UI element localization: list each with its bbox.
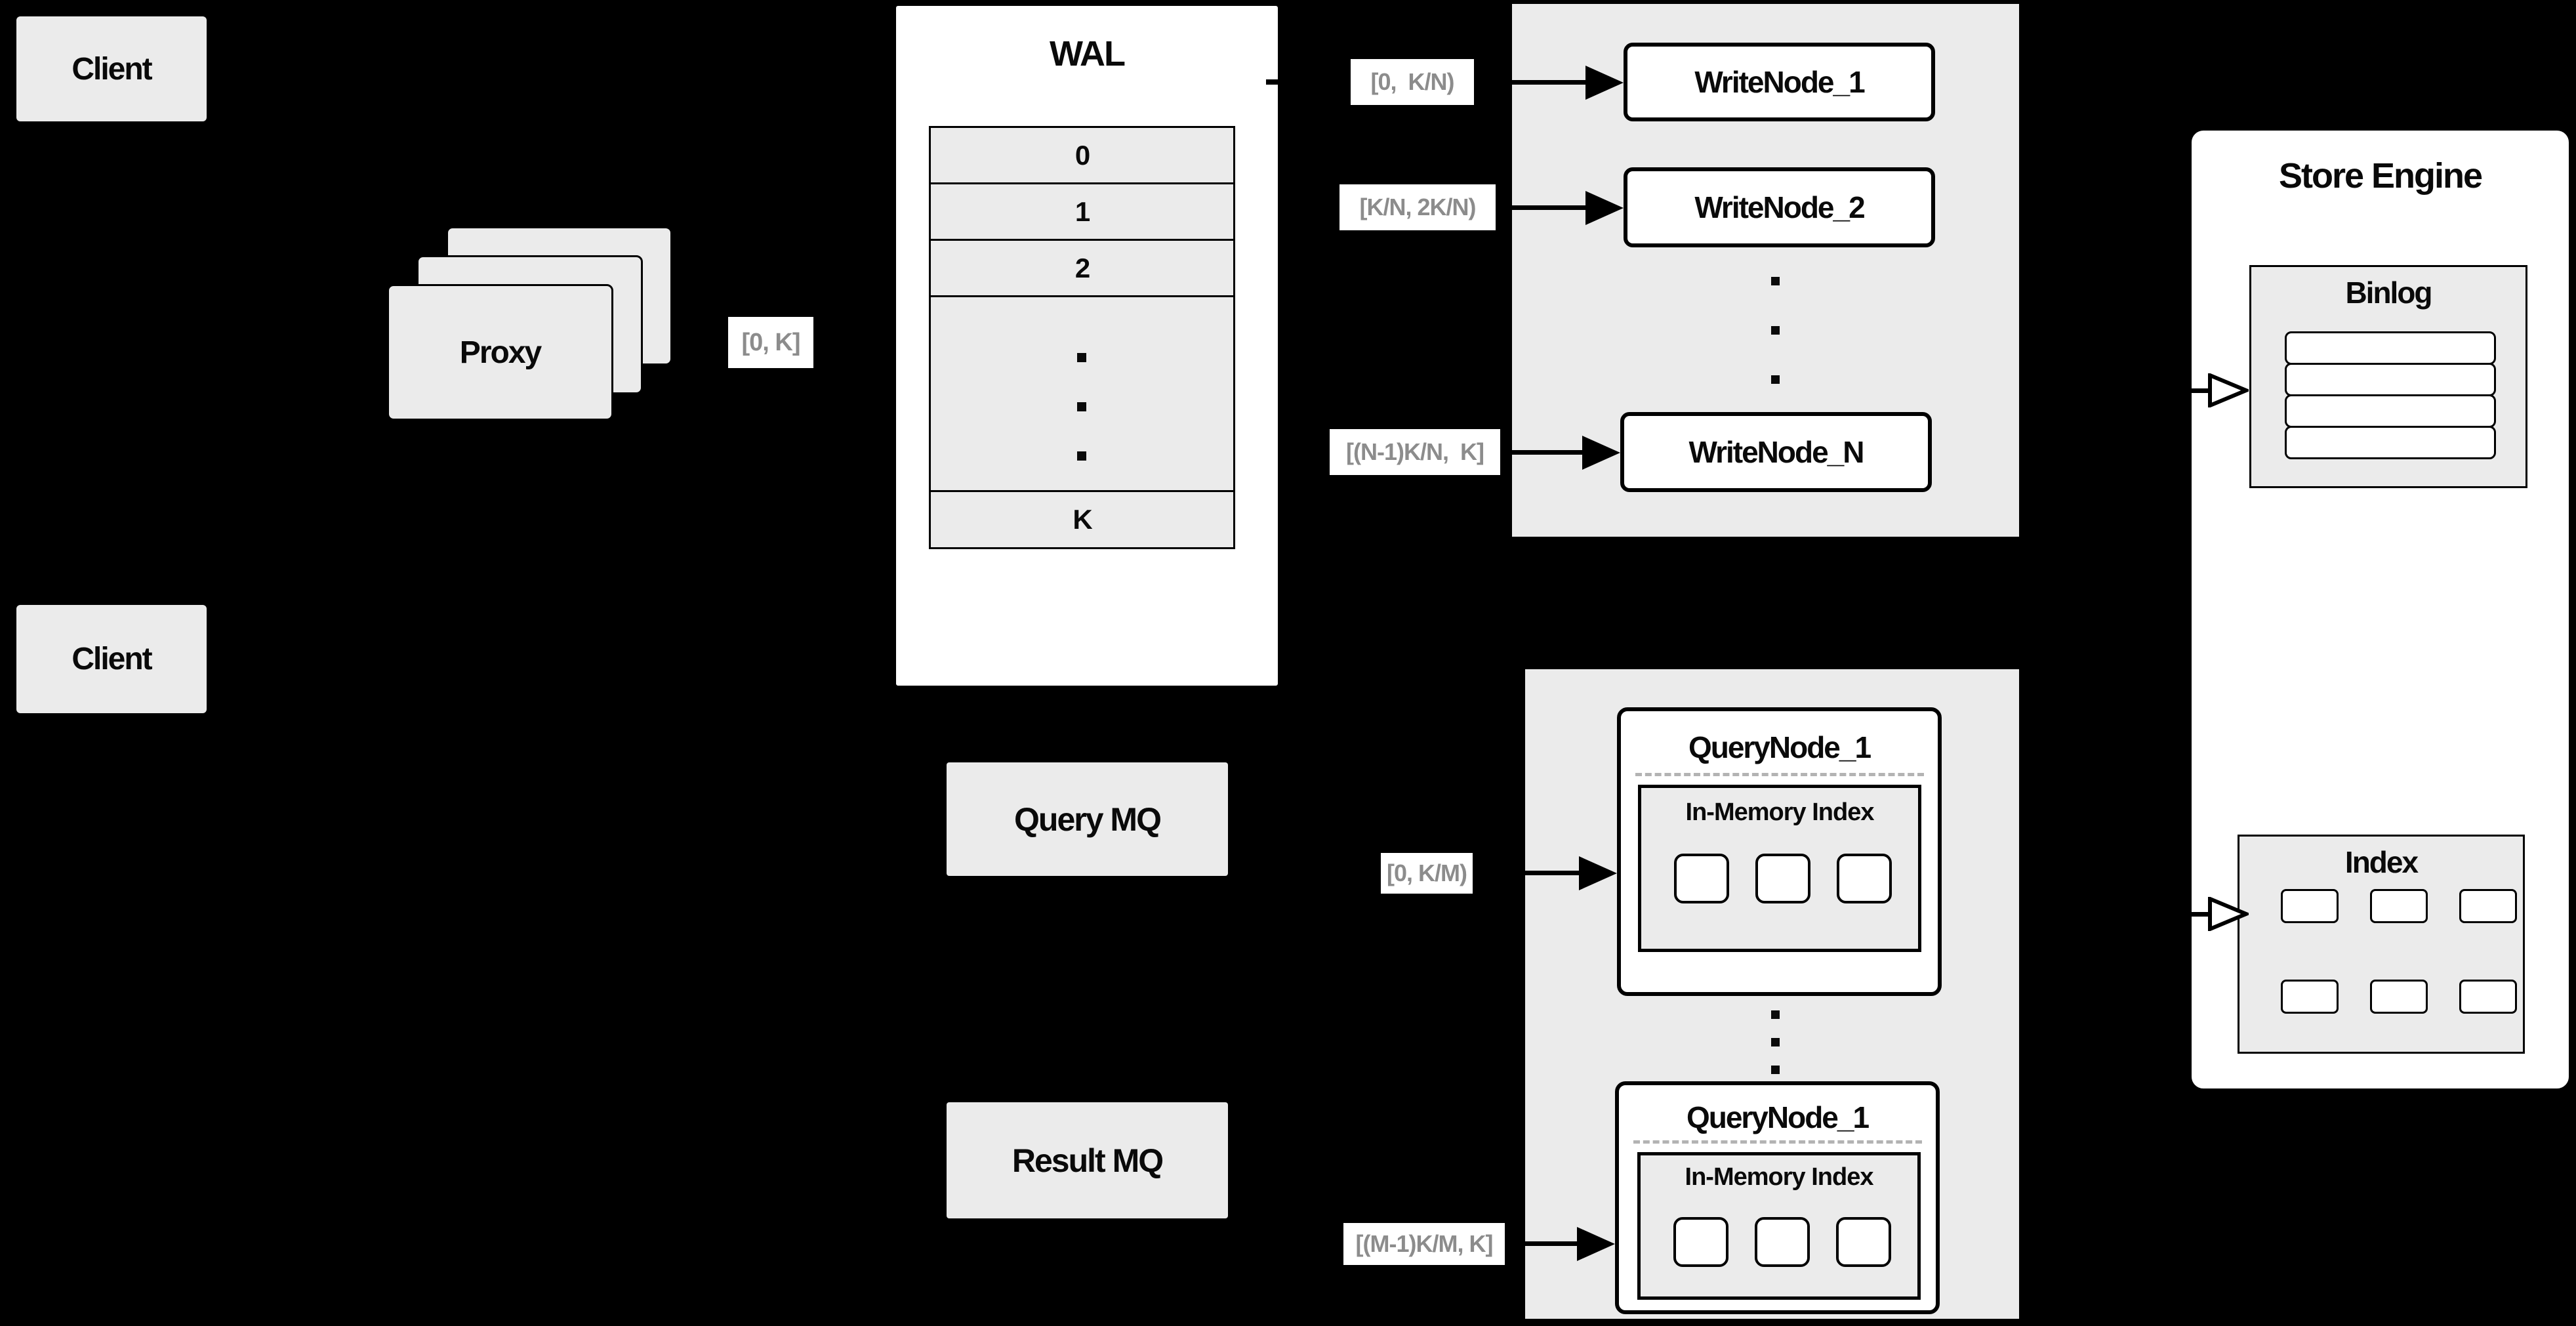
ellipsis-dot (1771, 277, 1780, 285)
client-top-label: Client (72, 51, 152, 87)
flow-label-query-1: [0, K/M) (1381, 853, 1473, 894)
segment-cell (1836, 1217, 1891, 1267)
ellipsis-dot (1771, 375, 1780, 384)
query-mq-node: Query MQ (947, 762, 1228, 876)
arrowhead-binlog-hollow (2208, 373, 2249, 407)
binlog-row (2285, 331, 2496, 365)
proxy-node: Proxy (387, 284, 613, 421)
arrowhead-query-node-2 (1577, 1227, 1615, 1261)
flow-label-write-1: [0, K/N) (1351, 59, 1474, 105)
segment-cell (1837, 854, 1892, 903)
wal-segment-table: 0 1 2 K (929, 126, 1235, 549)
arrow-to-query-node-1 (1475, 871, 1583, 875)
in-memory-index-2-title: In-Memory Index (1685, 1163, 1874, 1191)
wal-segment-row-last: K (929, 490, 1235, 549)
client-bottom-label: Client (72, 642, 152, 676)
flow-label-query-m: [(M-1)K/M, K] (1343, 1223, 1505, 1265)
in-memory-index-2: In-Memory Index (1637, 1152, 1921, 1300)
ellipsis-dot (1077, 451, 1086, 461)
wal-segment-row: 1 (929, 182, 1235, 241)
proxy-label: Proxy (459, 335, 542, 370)
binlog-box: Binlog (2249, 265, 2527, 488)
arrow-to-index (2125, 912, 2212, 917)
index-cell (2459, 980, 2517, 1014)
in-memory-index-1: In-Memory Index (1638, 785, 1921, 952)
binlog-row (2285, 394, 2496, 428)
wal-title: WAL (1050, 34, 1126, 73)
query-node-2-title: QueryNode_1 (1686, 1100, 1870, 1134)
query-node-1: QueryNode_1 In-Memory Index (1617, 707, 1942, 996)
index-cell (2370, 889, 2428, 923)
binlog-title: Binlog (2345, 276, 2432, 310)
ellipsis-dot (1771, 326, 1780, 335)
flow-label-write-n: [(N-1)K/N, K] (1330, 429, 1500, 475)
arrowhead-write-node-n (1582, 436, 1620, 470)
store-engine-title: Store Engine (2278, 156, 2483, 196)
arrow-to-write-node-n (1502, 450, 1584, 455)
binlog-rows (2285, 331, 2496, 459)
dashed-divider (1635, 773, 1924, 776)
ellipsis-dot (1771, 1038, 1780, 1046)
client-node-top: Client (16, 16, 207, 121)
index-cell (2459, 889, 2517, 923)
index-box: Index (2238, 835, 2525, 1054)
segment-cell (1755, 1217, 1810, 1267)
arrow-to-write-node-2 (1498, 205, 1587, 210)
ellipsis-dot (1771, 1010, 1780, 1019)
wal-segment-row: 2 (929, 239, 1235, 297)
index-title: Index (2344, 845, 2419, 879)
wal-segment-row: 0 (929, 126, 1235, 184)
segment-cell (1673, 1217, 1728, 1267)
arrowhead-write-node-2 (1585, 191, 1624, 225)
arrowhead-query-node-1 (1579, 856, 1617, 890)
dashed-divider (1633, 1140, 1922, 1144)
arrowhead-index-hollow (2208, 897, 2249, 931)
arrow-to-query-node-2 (1507, 1241, 1581, 1246)
ellipsis-dot (1077, 402, 1086, 411)
store-engine: Store Engine Binlog Index (2189, 128, 2571, 1091)
arrowhead-write-node-1 (1585, 66, 1624, 100)
binlog-row (2285, 426, 2496, 459)
arrow-to-write-node-1 (1476, 80, 1587, 85)
segment-cell (1755, 854, 1810, 903)
segment-cell (1674, 854, 1729, 903)
write-node-n: WriteNode_N (1620, 412, 1932, 492)
index-cell (2281, 980, 2339, 1014)
wal-container: WAL 0 1 2 K (894, 4, 1280, 688)
flow-label-write-2: [K/N, 2K/N) (1339, 184, 1496, 230)
ellipsis-dot (1077, 353, 1086, 362)
in-memory-index-1-title: In-Memory Index (1685, 798, 1875, 826)
query-node-2: QueryNode_1 In-Memory Index (1615, 1081, 1940, 1314)
index-cell (2370, 980, 2428, 1014)
write-node-2: WriteNode_2 (1624, 167, 1935, 247)
index-cell (2281, 889, 2339, 923)
ellipsis-dot (1771, 1066, 1780, 1074)
write-node-1: WriteNode_1 (1624, 43, 1935, 121)
binlog-row (2285, 363, 2496, 396)
wal-out-arrow-stub (1266, 79, 1282, 85)
client-node-bottom: Client (16, 605, 207, 713)
result-mq-node: Result MQ (947, 1102, 1228, 1218)
wal-ellipsis-row (929, 295, 1235, 492)
query-node-1-title: QueryNode_1 (1688, 730, 1871, 764)
flow-label-proxy-to-wal: [0, K] (728, 317, 813, 368)
arrow-to-binlog (2125, 388, 2212, 393)
